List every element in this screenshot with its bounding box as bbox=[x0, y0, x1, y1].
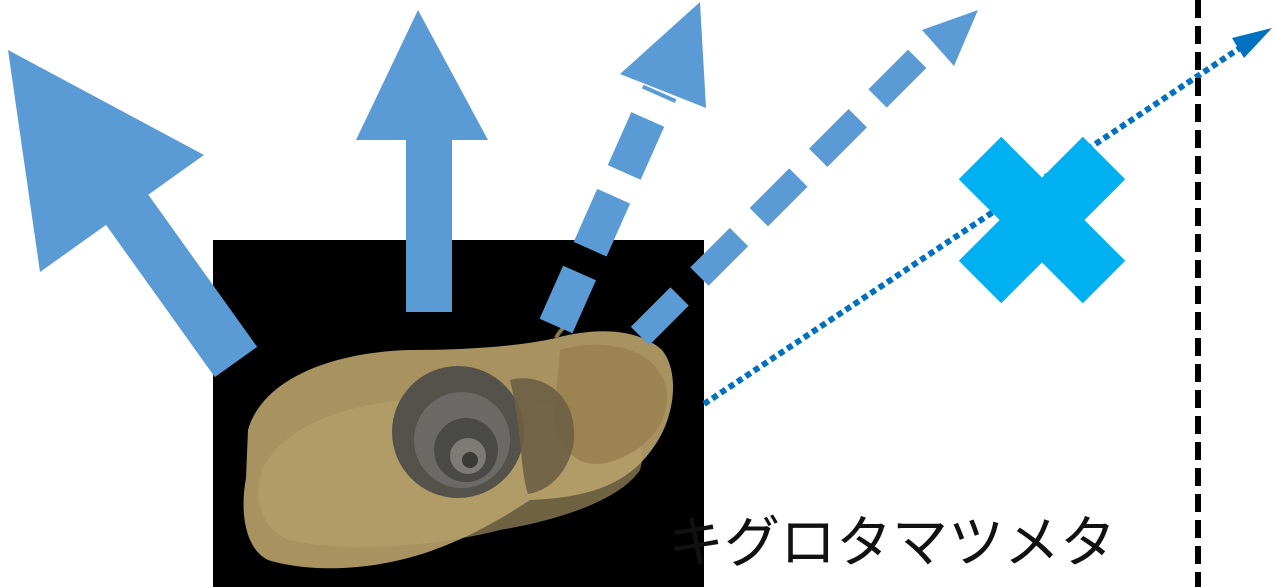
x-mark-icon bbox=[980, 158, 1104, 282]
species-label: キグロタマツメタ bbox=[668, 512, 1116, 576]
solid-arrow-upleft bbox=[8, 50, 236, 362]
dotted-arrow bbox=[704, 28, 1272, 404]
